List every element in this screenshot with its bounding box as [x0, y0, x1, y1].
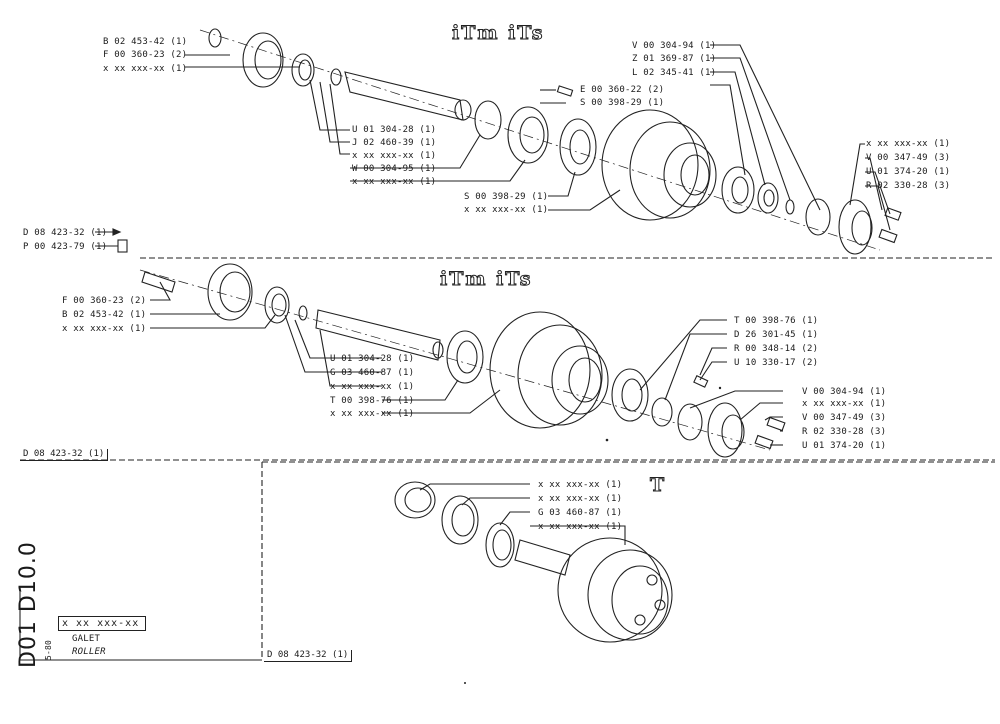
part-label: S 00 398-29 (1) [580, 98, 665, 108]
part-label: x xx xxx-xx (1) [538, 522, 623, 532]
part-label: Z 01 369-87 (1) [632, 54, 717, 64]
part-label: U 01 304-28 (1) [330, 354, 415, 364]
part-label: x xx xxx-xx (1) [330, 409, 415, 419]
part-name-fr: GALET [72, 634, 101, 644]
part-label: U 01 304-28 (1) [352, 125, 437, 135]
part-label: D 26 301-45 (1) [734, 330, 819, 340]
assembly-ref: D 08 423-32 (1) [23, 228, 108, 238]
part-label: R 02 330-28 (3) [802, 427, 887, 437]
part-name-en: ROLLER [72, 647, 106, 657]
assembly-ref: P 00 423-79 (1) [23, 242, 108, 252]
part-label: T 00 398-76 (1) [734, 316, 819, 326]
part-label: x xx xxx-xx (1) [352, 151, 437, 161]
part-label: x xx xxx-xx (1) [352, 177, 437, 187]
part-label: S 00 398-29 (1) [464, 192, 549, 202]
assembly-ref: D 08 423-32 (1) [20, 449, 109, 461]
document-code: D01 D10.0 [16, 541, 41, 668]
part-label: G 03 460-87 (1) [330, 368, 415, 378]
part-label: x xx xxx-xx (1) [802, 399, 887, 409]
part-label: B 02 453-42 (1) [103, 37, 188, 47]
part-label: x xx xxx-xx (1) [62, 324, 147, 334]
part-label: T 00 398-76 (1) [330, 396, 415, 406]
part-label: F 00 360-23 (2) [103, 50, 188, 60]
part-number-box: x xx xxx-xx [58, 616, 146, 631]
part-label: U 10 330-17 (2) [734, 358, 819, 368]
part-label: U 01 374-20 (1) [866, 167, 951, 177]
part-label: x xx xxx-xx (1) [538, 480, 623, 490]
part-label: V 00 304-94 (1) [632, 41, 717, 51]
part-number: x xx xxx-xx [62, 618, 140, 629]
part-label: V 00 304-94 (1) [802, 387, 887, 397]
part-label: V 00 347-49 (3) [866, 153, 951, 163]
part-label: R 02 330-28 (3) [866, 181, 951, 191]
part-label: B 02 453-42 (1) [62, 310, 147, 320]
part-label: V 00 347-49 (3) [802, 413, 887, 423]
part-label: x xx xxx-xx (1) [103, 64, 188, 74]
itm-its-logo-upper: iTm iTs [451, 22, 545, 45]
part-label: x xx xxx-xx (1) [866, 139, 951, 149]
revision-date: 5-80 [44, 639, 53, 660]
itm-its-logo-middle: iTm iTs [439, 268, 533, 291]
part-label: x xx xxx-xx (1) [464, 205, 549, 215]
part-label: E 00 360-22 (2) [580, 85, 665, 95]
part-label: x xx xxx-xx (1) [538, 494, 623, 504]
assembly-ref: D 08 423-32 (1) [264, 650, 353, 662]
part-label: R 00 348-14 (2) [734, 344, 819, 354]
part-label: L 02 345-41 (1) [632, 68, 717, 78]
part-label: x xx xxx-xx (1) [330, 382, 415, 392]
part-label: U 01 374-20 (1) [802, 441, 887, 451]
part-label: J 02 460-39 (1) [352, 138, 437, 148]
part-label: G 03 460-87 (1) [538, 508, 623, 518]
part-label: W 00 304-95 (1) [352, 164, 437, 174]
t-logo-lower: T [649, 474, 667, 497]
part-label: F 00 360-23 (2) [62, 296, 147, 306]
